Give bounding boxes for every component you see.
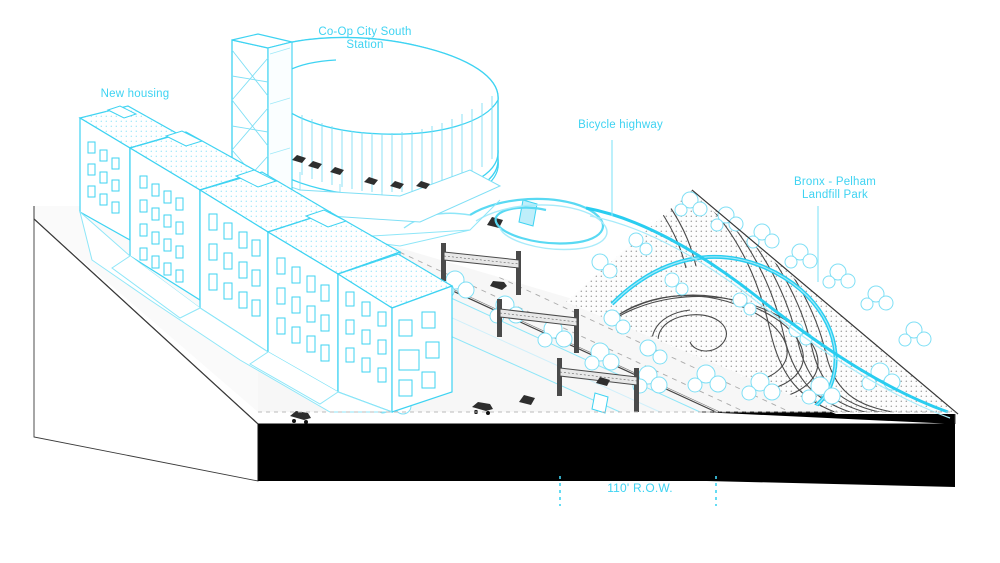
vehicle bbox=[490, 281, 507, 290]
label-row-dimension: 110' R.O.W. bbox=[607, 481, 673, 495]
new-housing bbox=[78, 105, 454, 413]
gantry bbox=[557, 358, 639, 412]
gantry bbox=[497, 299, 579, 353]
label-new-housing: New housing bbox=[100, 88, 170, 100]
vehicle bbox=[519, 395, 535, 405]
gantry bbox=[441, 243, 521, 295]
housing-podium bbox=[79, 210, 393, 413]
housing-block bbox=[336, 253, 454, 413]
station-vehicles bbox=[292, 155, 430, 189]
label-station: Co-Op City South Station bbox=[318, 26, 412, 51]
vehicles bbox=[290, 217, 610, 424]
bicycle-highway bbox=[403, 197, 951, 419]
label-landfill-park: Bronx - Pelham Landfill Park bbox=[793, 176, 877, 201]
row-dimension-line bbox=[559, 476, 717, 506]
label-bicycle-highway: Bicycle highway bbox=[578, 119, 663, 131]
street-gantries bbox=[441, 243, 639, 412]
vehicle bbox=[472, 402, 493, 415]
site-plate-edges bbox=[33, 189, 959, 481]
coop-city-south-station bbox=[231, 33, 502, 247]
vehicle bbox=[290, 411, 311, 424]
vehicle bbox=[596, 377, 610, 386]
